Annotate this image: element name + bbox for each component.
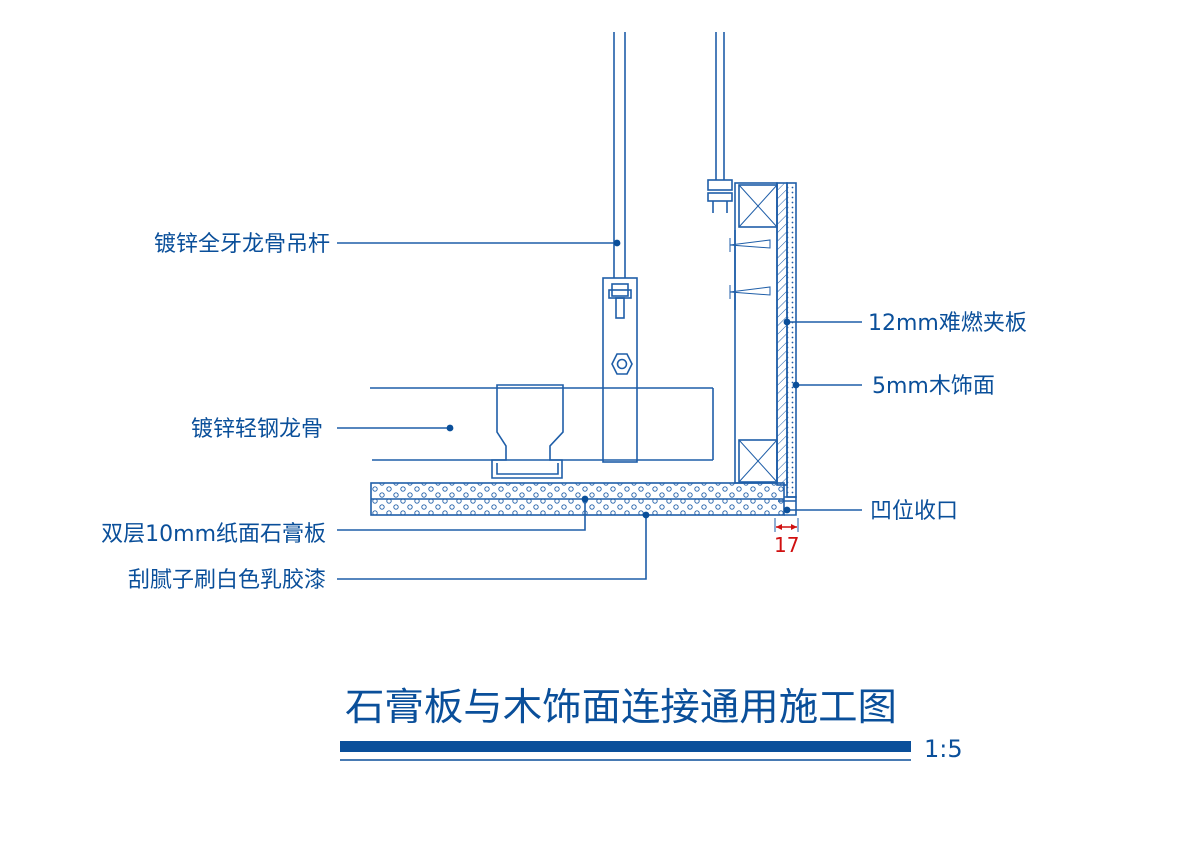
fire-retardant-plywood [776,182,788,486]
label-plywood: 12mm难燃夹板 [868,311,1027,336]
wood-veneer [786,182,797,498]
leader-lines [337,239,862,580]
hanger-rod-left [613,32,626,278]
gypsum-board [370,482,785,516]
drawing-title: 石膏板与木饰面连接通用施工图 [345,685,897,729]
light-steel-keel [370,384,714,479]
hanger-rod-right [715,32,725,180]
timber-battens [729,182,778,484]
wall-anchor-bolt [707,179,733,213]
label-hanger-rod: 镀锌全牙龙骨吊杆 [154,232,330,257]
label-recess: 凹位收口 [870,499,958,524]
dimension-recess-width: 17 [774,533,799,557]
drawing-scale: 1:5 [924,735,963,763]
label-paint: 刮腻子刷白色乳胶漆 [128,568,326,593]
hanger-clip [602,277,638,463]
recess-trim [774,496,799,532]
label-steel-keel: 镀锌轻钢龙骨 [191,417,323,442]
label-gypsum-board: 双层10mm纸面石膏板 [101,522,326,547]
label-wood-veneer: 5mm木饰面 [872,374,995,399]
title-underline-thick [340,741,911,752]
hex-nut [611,353,633,375]
